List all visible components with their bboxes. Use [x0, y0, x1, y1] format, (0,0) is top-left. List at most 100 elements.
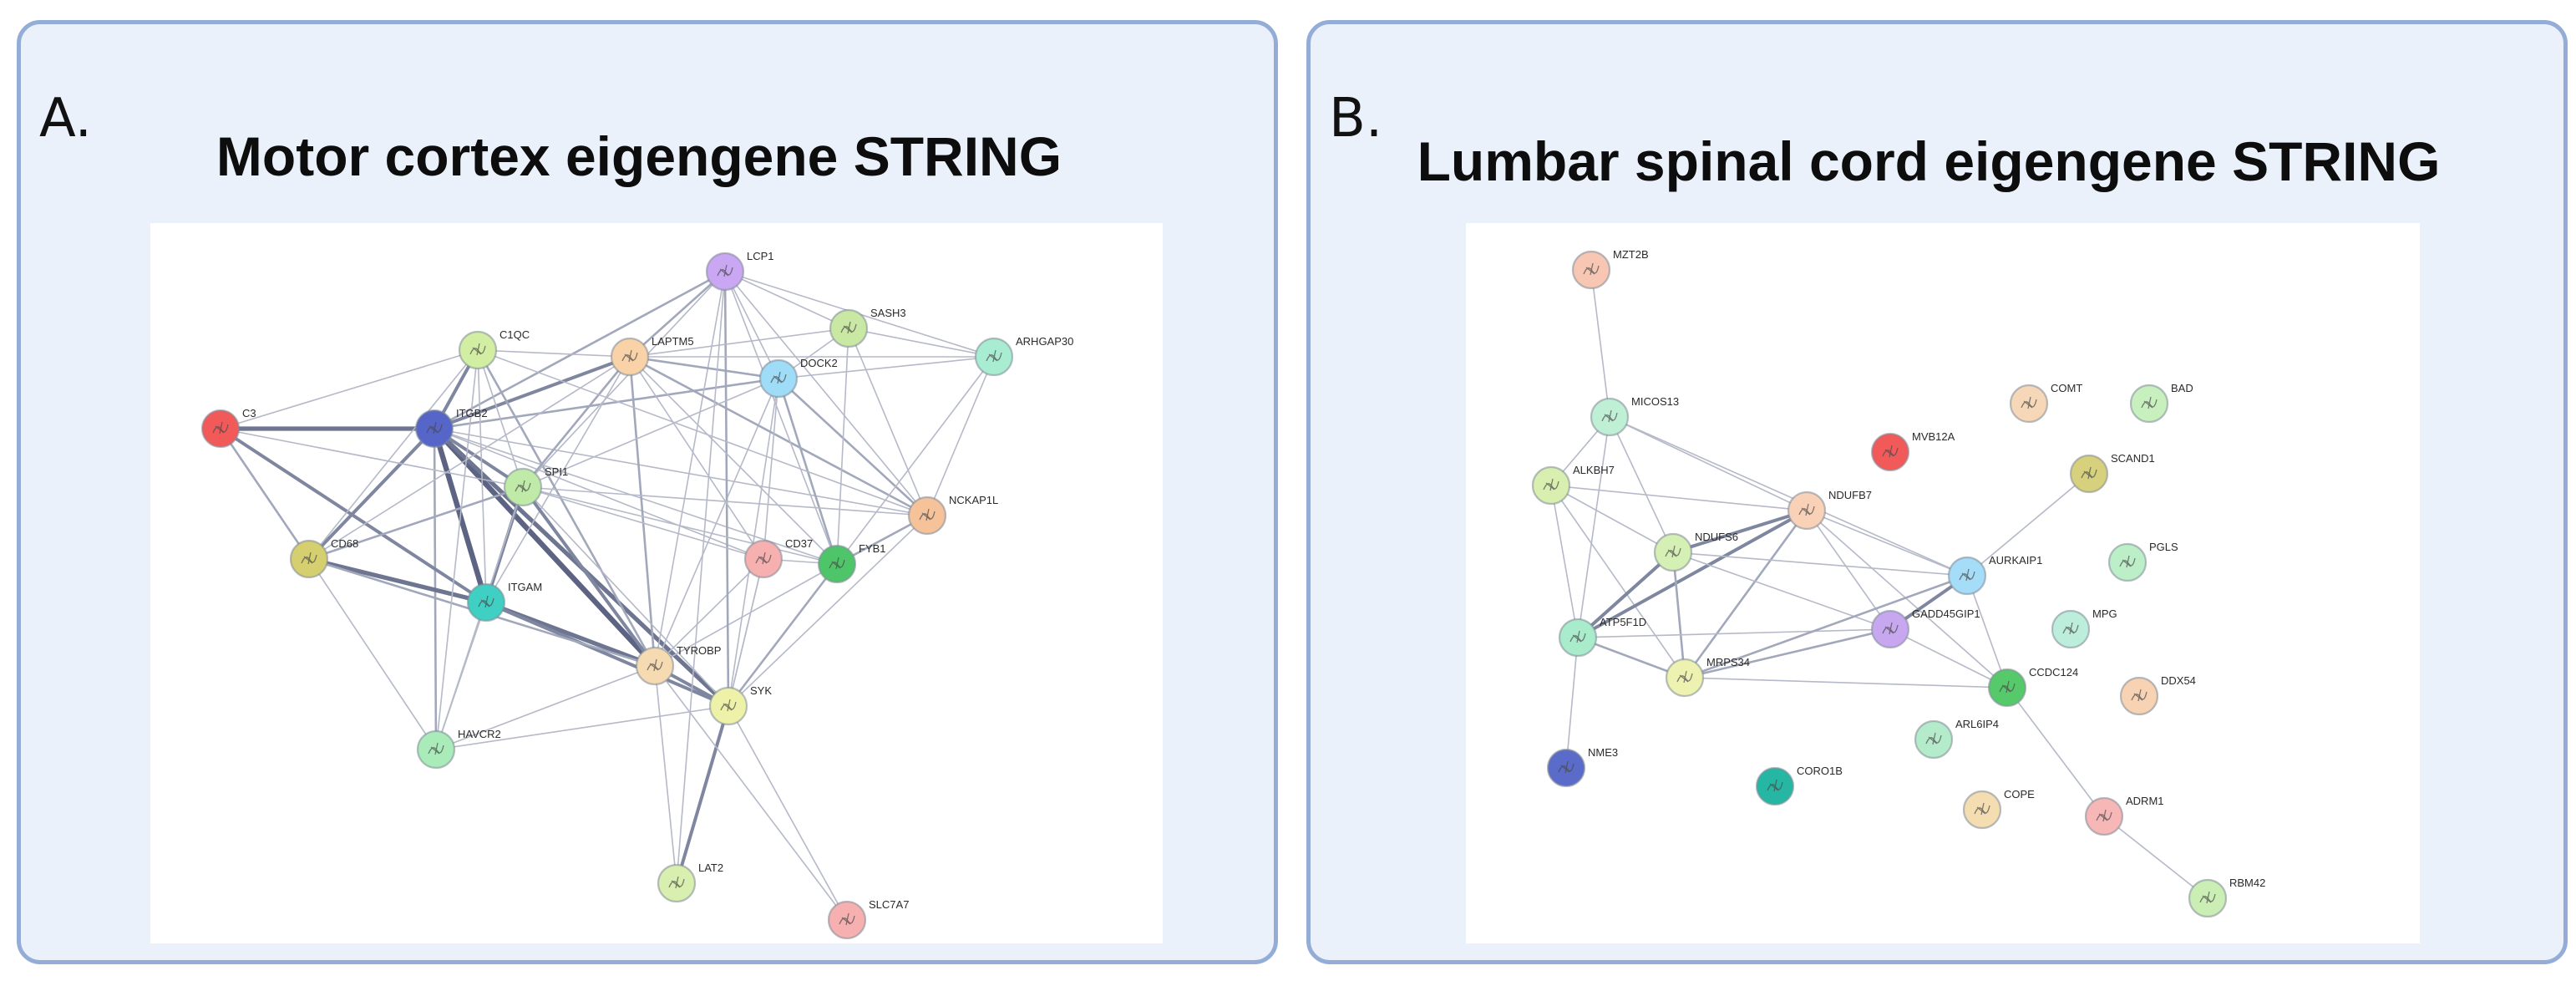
node-label: SCAND1 [2111, 452, 2155, 465]
protein-structure-icon [426, 421, 443, 435]
edge-spi1-cd68 [307, 485, 525, 561]
node-syk[interactable]: SYK [708, 684, 772, 726]
node-nckap1l[interactable]: NCKAP1L [907, 494, 998, 536]
panel-letter: B. [1329, 88, 1383, 150]
edge-tyrobp-dock2 [654, 378, 779, 667]
edge-lcp1-fyb1 [724, 271, 838, 565]
node-itgam[interactable]: ITGAM [466, 581, 542, 623]
node-spi1[interactable]: SPI1 [503, 465, 568, 507]
node-ndufb7[interactable]: NDUFB7 [1787, 489, 1872, 531]
edge-laptm5-nckap1l [628, 355, 929, 517]
node-micos13[interactable]: MICOS13 [1590, 395, 1679, 437]
protein-structure-icon [770, 371, 787, 384]
node-ddx54[interactable]: DDX54 [2119, 674, 2196, 716]
edge-mrps34-ccdc124 [1684, 677, 2008, 689]
node-label: PGLS [2149, 541, 2178, 553]
edge-arhgap30-fyb1 [836, 356, 995, 565]
panel-title: Lumbar spinal cord eigengene STRING [1417, 130, 2441, 192]
node-label: DOCK2 [800, 357, 838, 369]
protein-structure-icon [840, 321, 857, 334]
node-label: ADRM1 [2126, 795, 2164, 807]
node-nme3[interactable]: NME3 [1546, 746, 1618, 788]
node-label: NDUFS6 [1695, 531, 1738, 543]
node-aurkaip1[interactable]: AURKAIP1 [1947, 554, 2042, 596]
node-label: LAPTM5 [652, 335, 694, 348]
edge-laptm5-sash3 [629, 328, 849, 358]
edge-syk-nckap1l [728, 515, 928, 707]
node-adrm1[interactable]: ADRM1 [2084, 795, 2164, 836]
node-bad[interactable]: BAD [2129, 382, 2193, 424]
node-label: SASH3 [870, 307, 906, 319]
node-c1qc[interactable]: C1QC [458, 328, 530, 370]
node-comt[interactable]: COMT [2009, 382, 2082, 424]
edge-nckap1l-c1qc [477, 349, 928, 516]
node-tyrobp[interactable]: TYROBP [635, 644, 721, 686]
node-label: NDUFB7 [1828, 489, 1872, 501]
node-gadd45gip1[interactable]: GADD45GIP1 [1870, 607, 1980, 649]
node-ndufs6[interactable]: NDUFS6 [1653, 531, 1738, 572]
node-lat2[interactable]: LAT2 [657, 861, 723, 903]
edge-spi1-c1qc [477, 349, 524, 488]
edge-c1qc-cd68 [308, 349, 479, 560]
node-rbm42[interactable]: RBM42 [2188, 877, 2265, 918]
node-coro1b[interactable]: CORO1B [1755, 765, 1843, 806]
node-fyb1[interactable]: FYB1 [817, 542, 886, 584]
node-cd37[interactable]: CD37 [743, 537, 813, 579]
node-sash3[interactable]: SASH3 [829, 307, 906, 348]
node-lcp1[interactable]: LCP1 [705, 250, 774, 292]
edge-cd68-havcr2 [308, 558, 437, 750]
node-dock2[interactable]: DOCK2 [758, 357, 838, 399]
node-label: ALKBH7 [1573, 464, 1615, 476]
node-arhgap30[interactable]: ARHGAP30 [974, 335, 1073, 377]
protein-structure-icon [1974, 802, 1990, 816]
panel-letter: A. [39, 88, 92, 150]
edge-syk-dock2 [728, 378, 779, 707]
node-laptm5[interactable]: LAPTM5 [610, 335, 694, 377]
edge-tyrobp-c1qc [476, 348, 657, 668]
node-itgb2[interactable]: ITGB2 [414, 407, 488, 449]
edge-atp5f1d-nme3 [1565, 637, 1579, 769]
node-label: ARHGAP30 [1016, 335, 1073, 348]
edge-itgb2-tyrobp [431, 425, 658, 669]
node-havcr2[interactable]: HAVCR2 [416, 728, 501, 770]
node-label: COPE [2004, 788, 2035, 800]
node-mvb12a[interactable]: MVB12A [1870, 430, 1955, 472]
protein-structure-icon [2131, 689, 2148, 702]
node-slc7a7[interactable]: SLC7A7 [827, 898, 909, 940]
protein-structure-icon [2199, 891, 2216, 904]
edge-laptm5-cd68 [308, 356, 631, 560]
node-cope[interactable]: COPE [1962, 788, 2035, 830]
node-cd68[interactable]: CD68 [289, 537, 358, 579]
protein-structure-icon [1543, 478, 1559, 491]
edge-mrps34-aurkaip1 [1683, 574, 1969, 679]
protein-structure-icon [2119, 555, 2136, 568]
node-mpg[interactable]: MPG [2051, 607, 2117, 649]
edge-atp5f1d-gadd45gip1 [1577, 628, 1891, 638]
node-scand1[interactable]: SCAND1 [2069, 452, 2155, 494]
node-label: MRPS34 [1706, 656, 1750, 668]
node-alkbh7[interactable]: ALKBH7 [1531, 464, 1615, 506]
protein-structure-icon [1767, 779, 1783, 792]
node-label: LCP1 [747, 250, 774, 262]
node-label: AURKAIP1 [1989, 554, 2042, 567]
node-c3[interactable]: C3 [200, 407, 256, 449]
node-mrps34[interactable]: MRPS34 [1665, 656, 1750, 698]
edge-syk-lat2 [675, 704, 730, 885]
edge-sash3-arhgap30 [848, 328, 995, 358]
node-atp5f1d[interactable]: ATP5F1D [1558, 616, 1646, 658]
edges [1550, 269, 2208, 899]
edge-alkbh7-ndufb7 [1550, 485, 1808, 511]
node-pgls[interactable]: PGLS [2107, 541, 2178, 582]
node-label: MZT2B [1613, 248, 1649, 261]
node-arl6ip4[interactable]: ARL6IP4 [1914, 718, 1999, 760]
edge-lat2-lcp1 [676, 271, 726, 884]
edge-laptm5-lcp1 [628, 270, 727, 358]
node-ccdc124[interactable]: CCDC124 [1987, 666, 2078, 708]
protein-structure-icon [301, 551, 317, 565]
edge-lcp1-spi1 [522, 271, 726, 488]
node-mzt2b[interactable]: MZT2B [1571, 248, 1649, 290]
node-label: LAT2 [698, 861, 723, 874]
edge-ndufb7-gadd45gip1 [1806, 510, 1891, 630]
